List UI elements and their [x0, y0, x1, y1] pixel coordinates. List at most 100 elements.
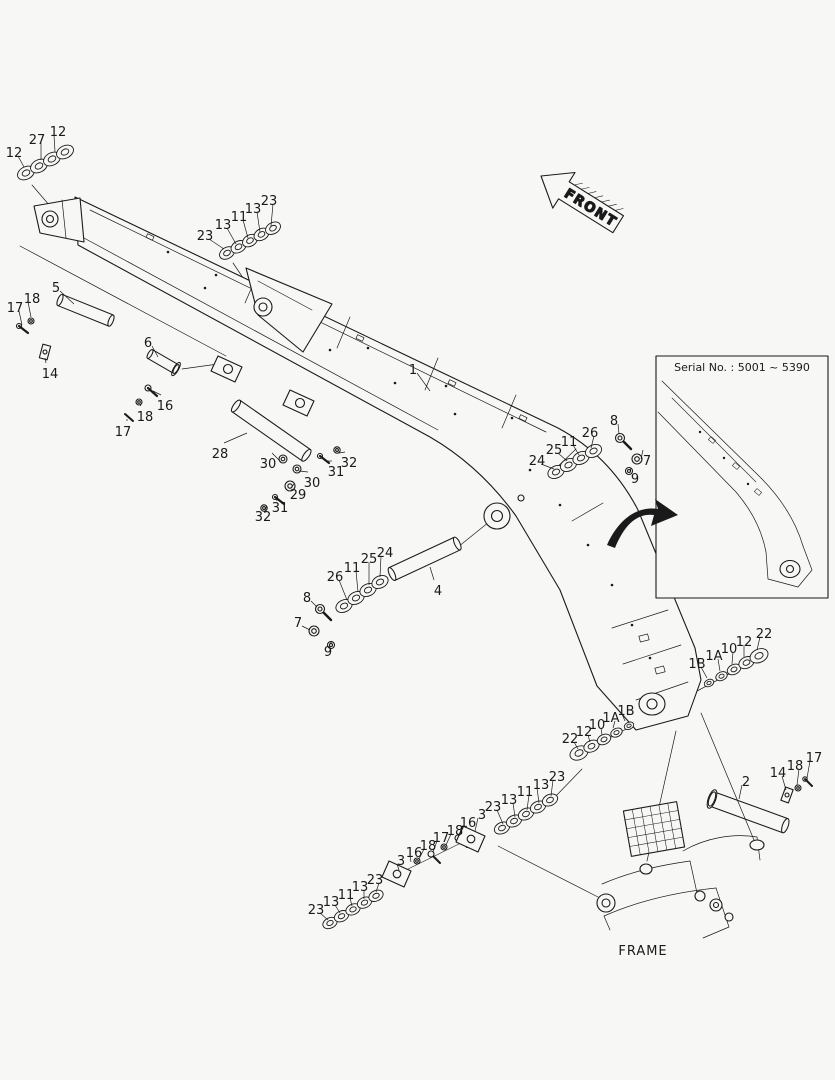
washer-ring-bore	[626, 723, 632, 728]
leader-line	[301, 625, 311, 631]
callout-4: 4	[434, 584, 442, 599]
callout-17: 17	[433, 831, 450, 846]
leader-line	[208, 238, 225, 250]
leader-lines	[17, 134, 811, 921]
callout-25: 25	[361, 552, 378, 567]
serial-number-label: Serial No. : 5001 ~ 5390	[674, 361, 810, 374]
leader-line	[334, 904, 341, 914]
washer-ring-bore	[498, 824, 506, 832]
callout-10: 10	[589, 718, 606, 733]
leader-line	[418, 848, 425, 860]
callout-26: 26	[582, 426, 599, 441]
leader-line	[738, 784, 743, 800]
callout-31: 31	[328, 465, 345, 480]
callout-12: 12	[6, 146, 23, 161]
leader-line	[379, 555, 382, 578]
callout-31: 31	[272, 501, 289, 516]
washer-ring-bore	[372, 892, 380, 899]
washer-ring-bore	[223, 249, 231, 257]
callout-28: 28	[212, 447, 229, 462]
leader-line	[271, 452, 282, 463]
washer-ring-bore	[534, 803, 542, 811]
washer-ring-bore	[510, 817, 518, 825]
callout-32: 32	[341, 456, 358, 471]
front-arrow-shape	[540, 171, 625, 234]
leader-line	[587, 734, 591, 743]
washer-ring-bore	[269, 224, 277, 232]
washer-ring-bore	[589, 447, 598, 455]
washer-ring-bore	[351, 594, 361, 602]
leader-line	[700, 666, 708, 679]
lock-plate-right	[780, 786, 794, 804]
leader-line	[59, 290, 75, 305]
callout-9: 9	[324, 645, 332, 660]
washer-ring-bore	[34, 162, 44, 170]
fasteners-right	[614, 432, 643, 476]
callout-14: 14	[770, 766, 787, 781]
boom-nose-clevis	[33, 197, 85, 243]
serial-inset	[655, 355, 829, 599]
boom-body	[74, 196, 702, 731]
callout-16: 16	[406, 846, 423, 861]
washer-ring-bore	[600, 736, 608, 743]
bracket-3a	[455, 825, 486, 853]
callout-17: 17	[7, 301, 24, 316]
washer-ring-bore	[574, 749, 584, 757]
callout-26: 26	[327, 570, 344, 585]
callout-10: 10	[721, 642, 738, 657]
callout-24: 24	[529, 454, 546, 469]
callout-23: 23	[308, 903, 325, 918]
callout-13: 13	[215, 218, 232, 233]
leader-line	[557, 452, 568, 462]
leader-line	[338, 579, 348, 601]
leader-line	[256, 211, 261, 233]
mounting-bracket-a	[210, 355, 243, 383]
callout-8: 8	[303, 591, 311, 606]
gusset-plate	[245, 267, 333, 353]
leader-line	[526, 794, 530, 811]
leader-line	[432, 840, 438, 853]
callout-2: 2	[742, 775, 750, 790]
washer-ring-bore	[564, 461, 573, 469]
leader-line	[474, 817, 479, 832]
boom-outline	[74, 196, 702, 731]
bracket-3b	[381, 860, 412, 888]
leader-line	[338, 451, 346, 454]
callout-13: 13	[245, 202, 262, 217]
callout-18: 18	[420, 839, 437, 854]
callout-11: 11	[231, 210, 248, 225]
callout-23: 23	[197, 229, 214, 244]
diagram-line-art: FRONT	[15, 171, 829, 939]
callout-8: 8	[610, 414, 618, 429]
washer-ring-bore	[257, 231, 266, 238]
leader-line	[458, 825, 465, 837]
callout-22: 22	[562, 732, 579, 747]
callout-11: 11	[338, 888, 355, 903]
leader-line	[152, 390, 162, 396]
callout-13: 13	[323, 895, 340, 910]
leader-line	[600, 727, 603, 736]
washer-ring-bore	[326, 919, 334, 927]
front-arrow: FRONT	[540, 171, 625, 234]
washer-ring-bore	[706, 680, 712, 686]
mounting-bracket-b	[282, 389, 315, 417]
leader-line	[409, 855, 412, 863]
callout-13: 13	[501, 793, 518, 808]
leader-line	[756, 636, 761, 651]
leader-line	[223, 432, 248, 444]
washer-ring-bore	[339, 602, 349, 610]
leader-line	[573, 741, 579, 750]
callout-17: 17	[115, 425, 132, 440]
leader-line	[44, 357, 47, 364]
washer-ring-bore	[522, 810, 530, 818]
callout-18: 18	[447, 824, 464, 839]
step-plate	[622, 801, 686, 857]
leader-line	[445, 833, 452, 846]
leader-line	[540, 463, 555, 470]
washer-ring-bore	[587, 743, 596, 750]
leader-line	[290, 483, 295, 489]
fasteners-mid	[308, 603, 336, 650]
callout-30: 30	[304, 476, 321, 491]
callout-7: 7	[294, 616, 302, 631]
leader-line	[629, 467, 632, 473]
